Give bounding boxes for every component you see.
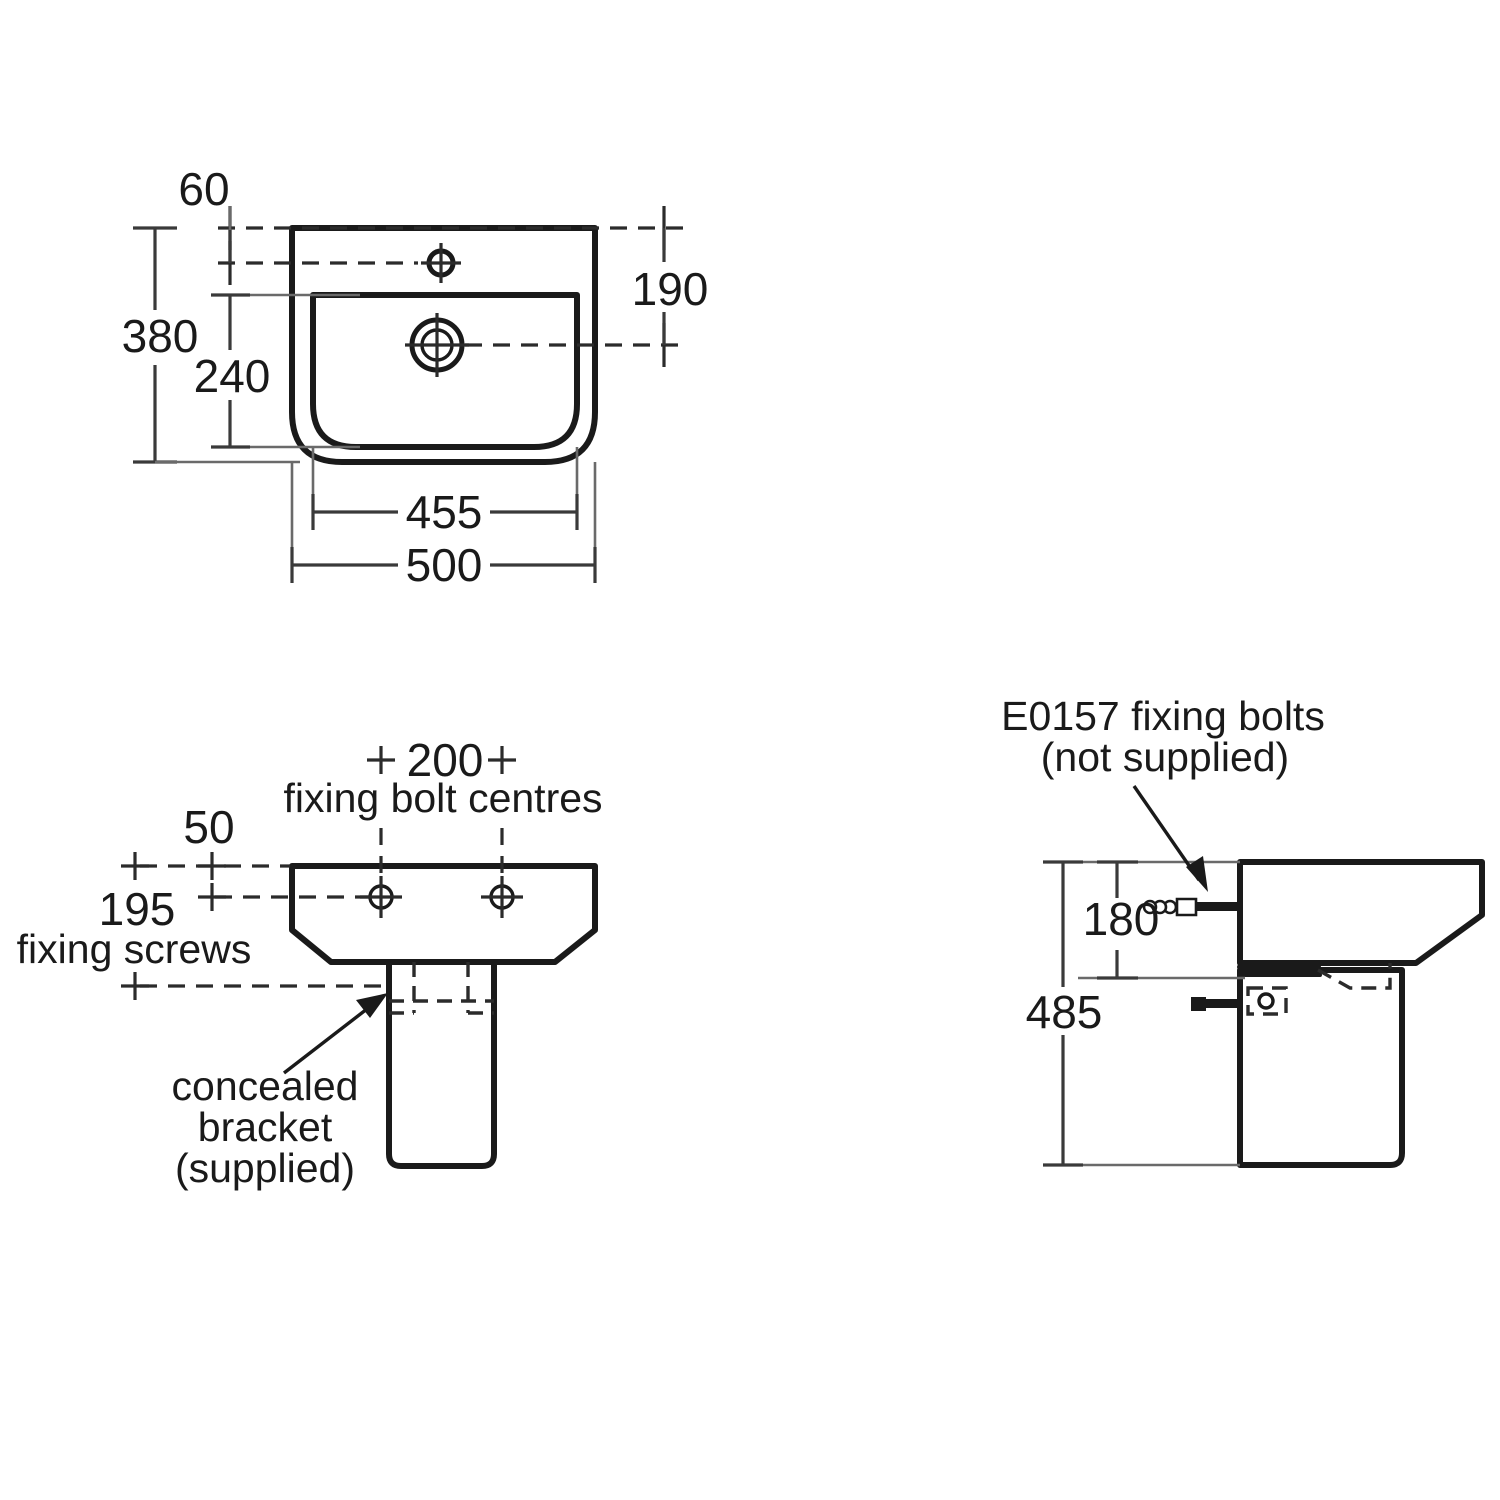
bolt-centre-cross-right bbox=[488, 746, 516, 774]
front-cross-50-left bbox=[121, 852, 149, 880]
dim-label-455: 455 bbox=[406, 486, 483, 538]
callout-concealed-line2: bracket bbox=[198, 1104, 333, 1150]
dim-label-200: 200 bbox=[407, 734, 484, 786]
front-cross-195-bottom bbox=[121, 972, 149, 1000]
side-elevation-group: 180 485 E0157 fixing bolts (not supplied… bbox=[1001, 693, 1485, 1168]
dim-label-180: 180 bbox=[1083, 893, 1160, 945]
side-pedestal-outline bbox=[1237, 967, 1405, 1168]
side-bracket-hidden bbox=[1317, 963, 1392, 990]
basin-bowl-outline bbox=[310, 292, 580, 450]
plan-view-group: 60 380 240 190 bbox=[122, 163, 709, 591]
e0157-leader bbox=[1132, 785, 1201, 881]
lower-fixing-screw bbox=[1191, 986, 1288, 1016]
dim-label-380: 380 bbox=[122, 310, 199, 362]
front-cross-195-top bbox=[198, 883, 226, 911]
front-elevation-group: 200 fixing bolt centres 50 195 fixing sc… bbox=[17, 734, 603, 1191]
basin-body-outline bbox=[289, 225, 598, 465]
side-basin-outline bbox=[1237, 859, 1485, 966]
callout-concealed-line3: (supplied) bbox=[175, 1145, 355, 1191]
dim-label-500: 500 bbox=[406, 539, 483, 591]
upper-fixing-bolt bbox=[1142, 897, 1242, 917]
dim-label-50: 50 bbox=[183, 801, 234, 853]
dim-label-190: 190 bbox=[632, 263, 709, 315]
front-basin-outline bbox=[289, 863, 598, 965]
semi-pedestal-outline bbox=[386, 959, 497, 1169]
dim-label-195: 195 bbox=[99, 883, 176, 935]
label-fixing-screws: fixing screws bbox=[17, 926, 252, 972]
dim-label-485: 485 bbox=[1026, 986, 1103, 1038]
concealed-bracket-arrowhead bbox=[356, 993, 388, 1018]
bolt-centre-cross-left bbox=[367, 746, 395, 774]
dim-label-240: 240 bbox=[194, 350, 271, 402]
callout-concealed-line1: concealed bbox=[172, 1063, 359, 1109]
concealed-bracket-leader bbox=[282, 1000, 378, 1075]
e0157-arrowhead bbox=[1186, 856, 1208, 892]
callout-e0157-line2: (not supplied) bbox=[1041, 734, 1289, 780]
front-cross-50-right bbox=[198, 852, 226, 880]
label-fixing-bolt-centres: fixing bolt centres bbox=[283, 775, 602, 821]
dim-label-60: 60 bbox=[178, 163, 229, 215]
callout-e0157-line1: E0157 fixing bolts bbox=[1001, 693, 1325, 739]
